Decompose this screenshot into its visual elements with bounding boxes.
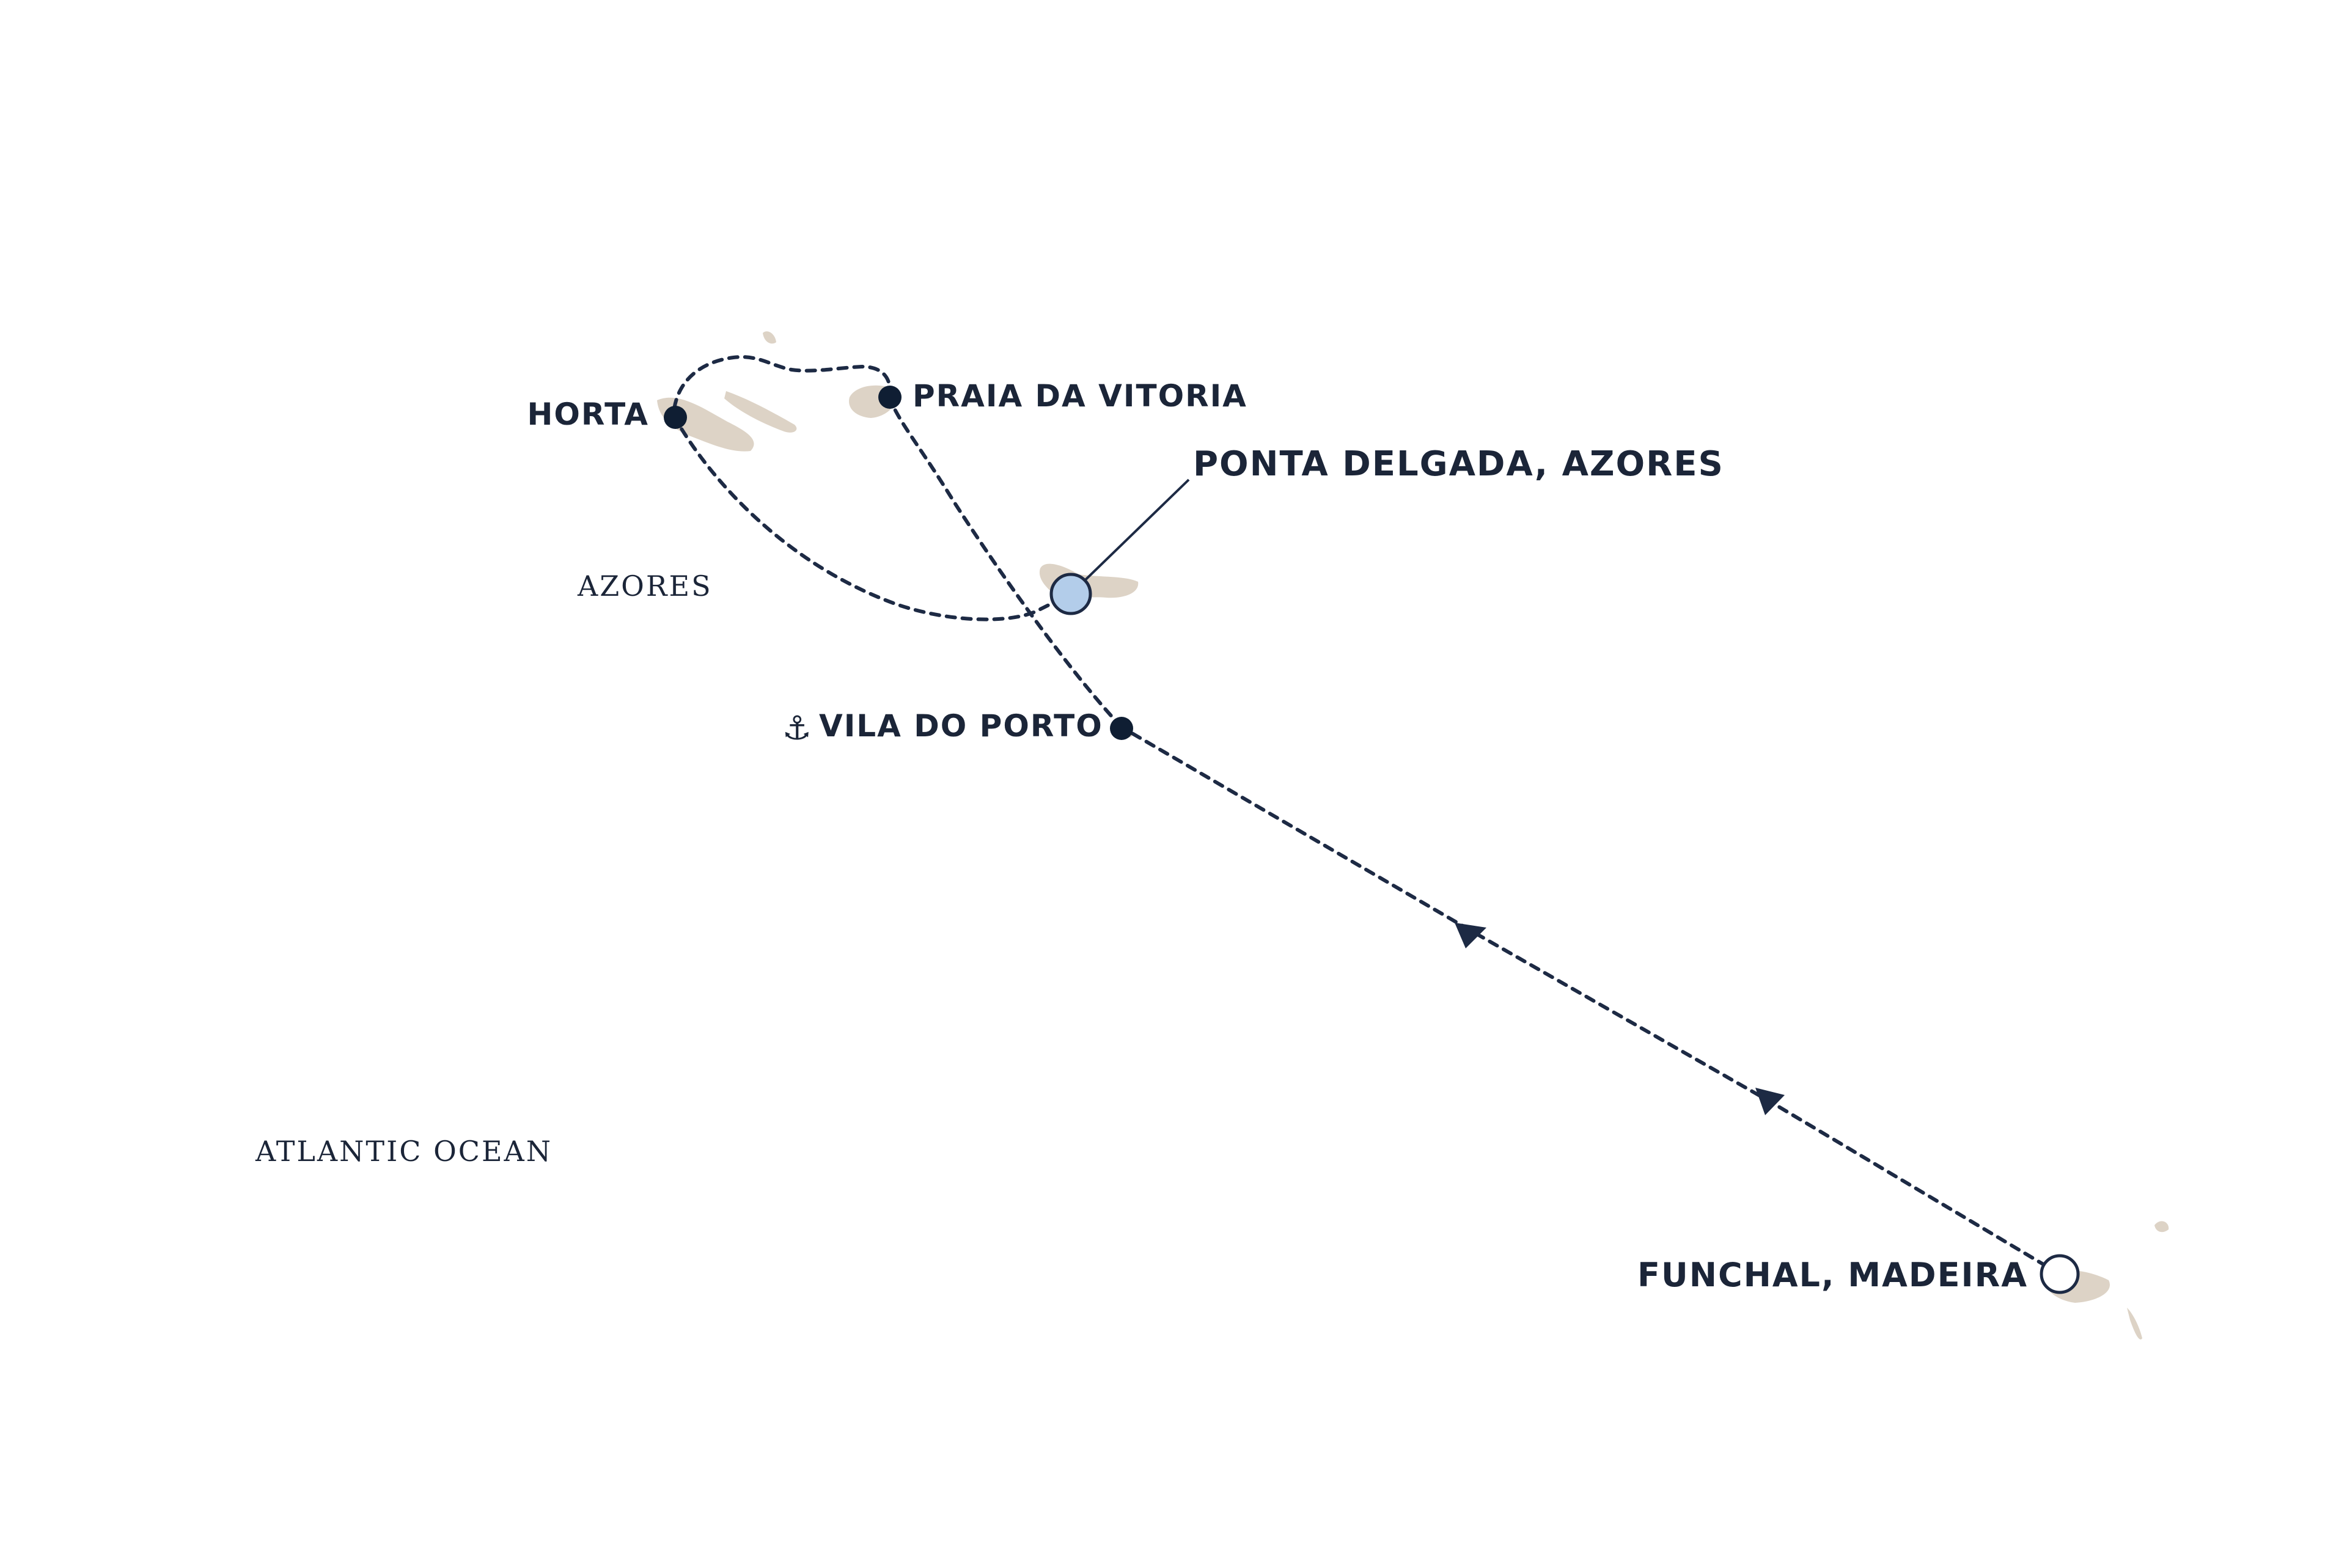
anchor-icon: ⚓	[782, 709, 813, 747]
ponta-delgada-leader-line	[1070, 478, 1190, 595]
port-dot-praia[interactable]	[878, 386, 902, 409]
port-markers	[664, 386, 2080, 1294]
route-horta-to-ponta-delgada	[672, 414, 1073, 621]
region-label-azores: AZORES	[577, 570, 713, 603]
port-label-funchal-madeira[interactable]: FUNCHAL, MADEIRA	[1637, 1256, 2028, 1294]
port-marker-ponta-delgada[interactable]	[1049, 573, 1092, 615]
direction-arrow-icon	[1755, 1088, 1785, 1115]
island-pico	[724, 391, 797, 433]
port-dot-vila-do-porto[interactable]	[1110, 717, 1133, 740]
island-porto-santo	[2154, 1221, 2169, 1233]
island-desertas	[2127, 1308, 2142, 1339]
cruise-route	[672, 355, 2062, 1276]
route-vila-do-porto-to-praia	[887, 395, 1123, 729]
island-sao-jorge	[763, 331, 776, 344]
port-dot-horta[interactable]	[664, 406, 687, 429]
port-label-ponta-delgada[interactable]: PONTA DELGADA, AZORES	[1193, 444, 1724, 484]
route-praia-to-horta	[672, 355, 892, 417]
port-marker-funchal[interactable]	[2040, 1254, 2080, 1294]
port-label-praia-da-vitoria[interactable]: PRAIA DA VITORIA	[913, 378, 1247, 414]
direction-arrow-icon	[1455, 923, 1486, 948]
port-label-vila-do-porto[interactable]: VILA DO PORTO	[819, 708, 1103, 744]
region-label-atlantic-ocean: ATLANTIC OCEAN	[255, 1135, 553, 1168]
port-label-horta[interactable]: HORTA	[527, 397, 649, 432]
route-funchal-to-vila-do-porto	[1120, 725, 2062, 1276]
direction-arrows	[1455, 923, 1785, 1115]
